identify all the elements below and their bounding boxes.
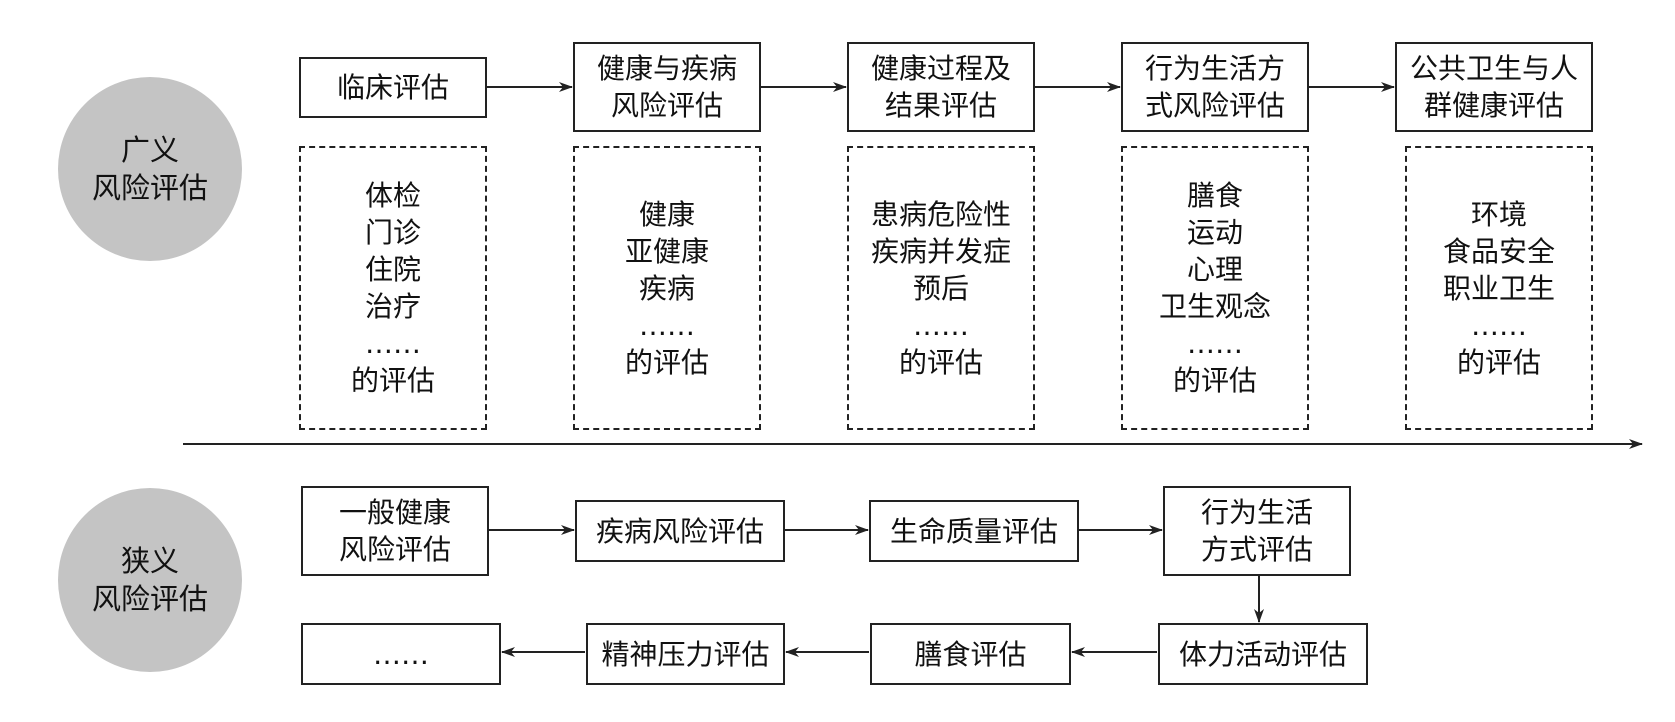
step-text: 健康过程及: [870, 52, 1011, 85]
step-text: ……: [373, 637, 429, 671]
detail-text: 的评估: [898, 345, 983, 379]
step-text: 临床评估: [336, 71, 449, 104]
narrow-step-general-health: 一般健康 风险评估: [301, 486, 489, 576]
step-text: 膳食评估: [914, 637, 1027, 671]
detail-text: 亚健康: [624, 234, 709, 268]
detail-text: ……: [365, 327, 421, 360]
step-text: 群健康评估: [1423, 89, 1564, 122]
broad-step-lifestyle: 行为生活方 式风险评估: [1121, 42, 1309, 132]
detail-text: 治疗: [364, 290, 421, 323]
detail-text: ……: [1471, 308, 1527, 342]
broad-step-health-disease: 健康与疾病 风险评估: [573, 42, 761, 132]
detail-text: 环境: [1470, 197, 1527, 231]
detail-text: 疾病并发症: [870, 234, 1011, 268]
narrow-step-physical-activity: 体力活动评估: [1158, 623, 1368, 685]
step-text: 方式评估: [1200, 533, 1313, 566]
detail-text: 预后: [912, 271, 969, 305]
step-text: 疾病风险评估: [595, 514, 764, 548]
detail-text: 体检: [364, 179, 421, 212]
narrow-label-line2: 风险评估: [91, 582, 208, 616]
detail-text: ……: [1187, 327, 1243, 360]
broad-detail-clinical: 体检 门诊 住院 治疗 …… 的评估: [299, 146, 487, 430]
detail-text: 门诊: [364, 216, 421, 249]
detail-text: 健康: [638, 197, 695, 231]
narrow-step-more: ……: [301, 623, 501, 685]
detail-text: 运动: [1186, 216, 1243, 249]
step-text: 精神压力评估: [601, 637, 770, 671]
detail-text: 的评估: [1172, 364, 1257, 397]
broad-risk-assessment-label: 广义 风险评估: [58, 77, 242, 261]
broad-detail-health-process: 患病危险性 疾病并发症 预后 …… 的评估: [847, 146, 1035, 430]
narrow-risk-assessment-label: 狭义 风险评估: [58, 488, 242, 672]
detail-text: ……: [639, 308, 695, 342]
detail-text: 疾病: [638, 271, 695, 305]
broad-step-clinical: 临床评估: [299, 57, 487, 118]
step-text: 生命质量评估: [889, 514, 1058, 548]
detail-text: 患病危险性: [870, 197, 1011, 231]
detail-text: 的评估: [624, 345, 709, 379]
broad-detail-health-disease: 健康 亚健康 疾病 …… 的评估: [573, 146, 761, 430]
detail-text: 住院: [364, 253, 421, 286]
narrow-step-mental-stress: 精神压力评估: [586, 623, 785, 685]
step-text: 公共卫生与人: [1409, 52, 1578, 85]
step-text: 风险评估: [338, 533, 451, 566]
broad-step-health-process: 健康过程及 结果评估: [847, 42, 1035, 132]
detail-text: 职业卫生: [1442, 271, 1555, 305]
detail-text: 心理: [1186, 253, 1243, 286]
narrow-step-quality-of-life: 生命质量评估: [869, 500, 1079, 562]
step-text: 行为生活: [1200, 496, 1313, 529]
step-text: 一般健康: [338, 496, 451, 529]
step-text: 结果评估: [884, 89, 997, 122]
step-text: 健康与疾病: [596, 52, 737, 85]
broad-label-line1: 广义: [120, 133, 179, 167]
broad-detail-lifestyle: 膳食 运动 心理 卫生观念 …… 的评估: [1121, 146, 1309, 430]
narrow-step-lifestyle: 行为生活 方式评估: [1163, 486, 1351, 576]
narrow-step-disease-risk: 疾病风险评估: [575, 500, 785, 562]
step-text: 体力活动评估: [1178, 637, 1347, 671]
detail-text: 的评估: [1456, 345, 1541, 379]
step-text: 行为生活方: [1144, 52, 1285, 85]
broad-step-public-health: 公共卫生与人 群健康评估: [1395, 42, 1593, 132]
broad-detail-public-health: 环境 食品安全 职业卫生 …… 的评估: [1405, 146, 1593, 430]
detail-text: 的评估: [350, 364, 435, 397]
step-text: 风险评估: [610, 89, 723, 122]
detail-text: 卫生观念: [1158, 290, 1271, 323]
detail-text: 食品安全: [1442, 234, 1555, 268]
narrow-label-line1: 狭义: [120, 544, 179, 578]
step-text: 式风险评估: [1144, 89, 1285, 122]
detail-text: ……: [913, 308, 969, 342]
narrow-step-diet: 膳食评估: [870, 623, 1071, 685]
detail-text: 膳食: [1186, 179, 1243, 212]
broad-label-line2: 风险评估: [91, 171, 208, 205]
